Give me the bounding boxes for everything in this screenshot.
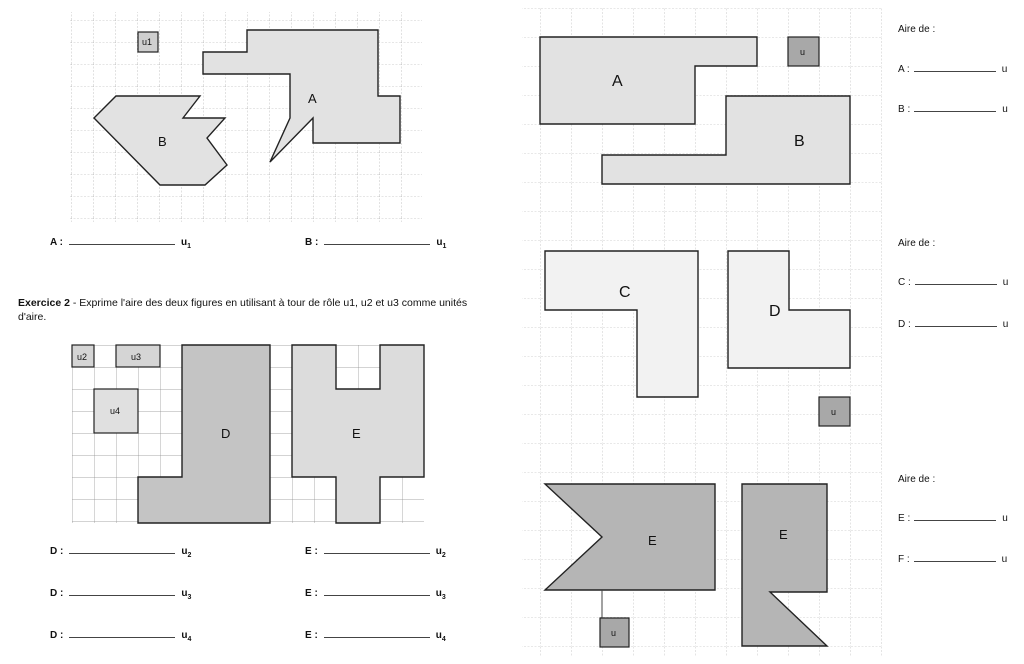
ex2-label-d: D [221,426,230,441]
ex1-label-b: B [158,134,167,149]
ex1-unit-u1 [137,31,159,53]
right-answer-c: C :u [898,277,1009,288]
right-unit-u-1 [787,36,820,67]
right-answer-a: A :u [898,64,1008,75]
right-answer-b: B :u [898,104,1008,115]
ex1-answer-b: B :u1 [305,236,447,250]
right-label-e: E [648,533,657,548]
right-unit-label-2: u [831,407,836,417]
right-figure-a [539,36,758,125]
right-figure-d [727,250,851,369]
right-answer-e: E :u [898,513,1008,524]
ex1-shapes [93,29,401,186]
ex2-answer-d-u3: D :u3 [50,588,192,601]
ex2-answer-d-u4: D :u4 [50,630,192,643]
right-label-b: B [794,133,805,150]
ex2-figure-e [291,344,425,524]
right-figure-f [741,483,829,647]
right-label-c: C [619,284,631,301]
right-shapes [539,36,851,648]
ex2-unit-u4 [93,388,139,434]
ex1-figure-b [93,95,228,186]
ex2-unit-u2-label: u2 [77,352,87,362]
ex2-shapes [71,344,425,524]
right-figure-e [543,483,716,591]
right-label-a: A [612,73,623,90]
ex2-label-e: E [352,426,361,441]
ex2-answer-e-u2: E :u2 [305,546,446,559]
right-unit-label-3: u [611,628,616,638]
ex2-answer-e-u4: E :u4 [305,630,446,643]
ex2-figure-d [137,344,271,524]
ex1-answer-a-blank[interactable] [68,236,175,245]
ex1-figure-a [202,29,401,163]
ex2-unit-u3-label: u3 [131,352,141,362]
ex1-unit-label: u1 [142,37,152,47]
right-figure-c [544,250,699,398]
right-heading-3: Aire de : [898,474,936,485]
right-label-d: D [769,303,781,320]
right-heading-1: Aire de : [898,24,936,35]
right-heading-2: Aire de : [898,238,936,249]
ex2-answer-e-u3: E :u3 [305,588,446,601]
right-label-f: E [779,527,788,542]
right-unit-label-1: u [800,47,805,57]
right-unit-u-2 [818,396,851,427]
ex2-answer-d-u2: D :u2 [50,546,192,559]
ex2-unit-u4-label: u4 [110,406,120,416]
right-unit-u-3 [599,617,630,648]
ex1-answer-b-blank[interactable] [324,236,431,245]
ex2-unit-u2 [71,344,95,368]
ex2-unit-u3 [115,344,161,368]
exercise-2-title: Exercice 2 - Exprime l'aire des deux fig… [18,297,468,323]
right-answer-f: F :u [898,554,1008,565]
ex1-answer-a: A :u1 [50,236,191,250]
ex1-label-a: A [308,91,317,106]
right-answer-d: D :u [898,319,1009,330]
right-figure-b [601,95,851,185]
